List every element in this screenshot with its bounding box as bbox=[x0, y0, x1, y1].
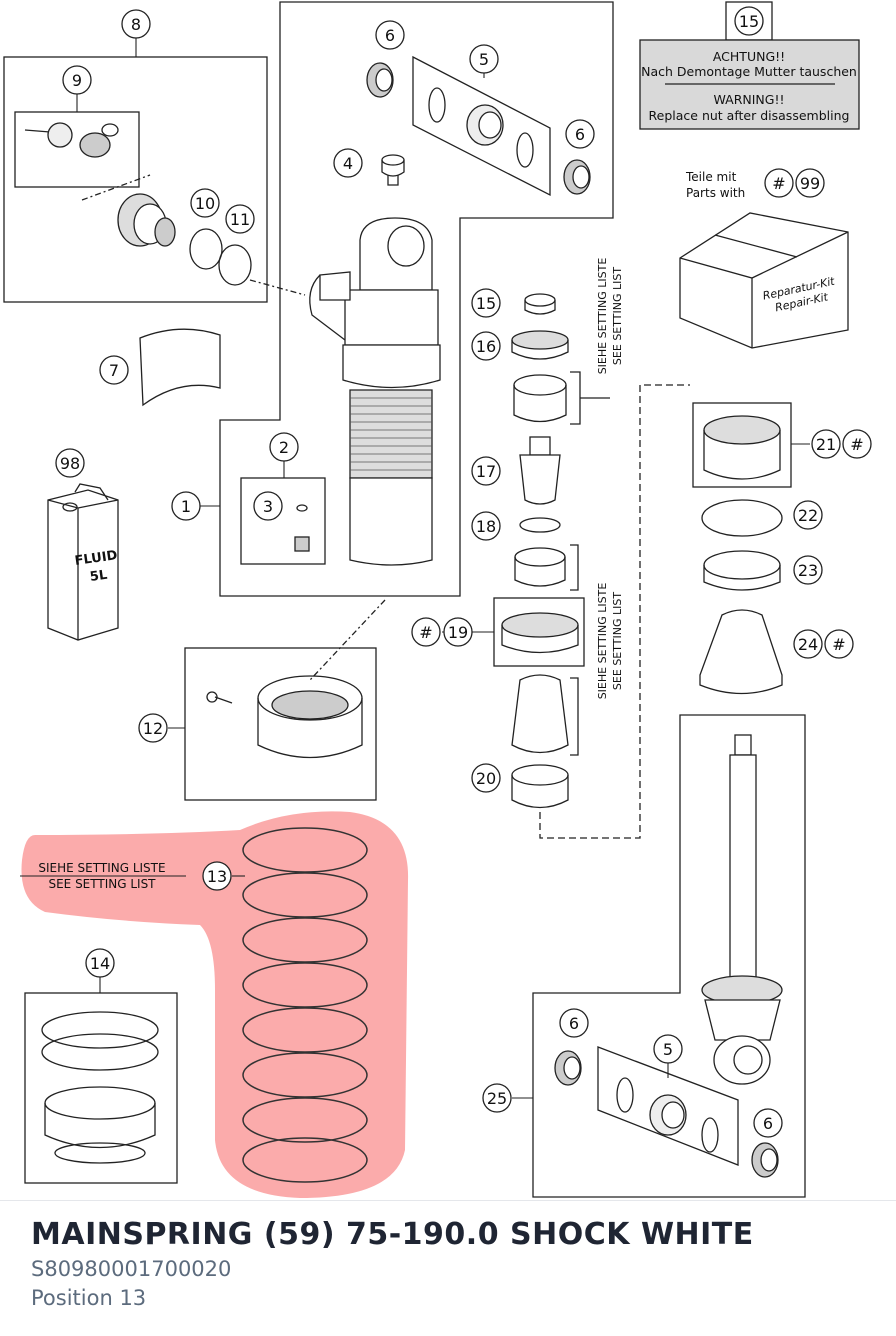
callout-2[interactable]: 2 bbox=[279, 438, 289, 457]
callout-24[interactable]: 24 bbox=[798, 635, 818, 654]
warning-en-title: WARNING!! bbox=[713, 92, 784, 107]
callout-hash-19: # bbox=[419, 623, 432, 642]
group-box-9 bbox=[14, 111, 140, 188]
group-box-25 bbox=[532, 714, 806, 1198]
callout-6-bottom-right[interactable]: 6 bbox=[763, 1114, 773, 1133]
part-6-bottom-right bbox=[751, 1142, 779, 1178]
part-8-adjuster bbox=[117, 193, 176, 247]
repair-kit-box bbox=[679, 212, 849, 349]
setting-list-en-13: SEE SETTING LIST bbox=[48, 877, 156, 891]
part-6-top-right bbox=[563, 159, 591, 195]
setting-list-en-2: SEE SETTING LIST bbox=[611, 592, 624, 690]
group-box-2 bbox=[240, 477, 326, 565]
parts-with-en: Parts with bbox=[686, 186, 745, 200]
callout-hash-21: # bbox=[850, 435, 863, 454]
callout-11[interactable]: 11 bbox=[230, 210, 250, 229]
part-11-oring bbox=[218, 244, 252, 286]
part-6-top-left bbox=[366, 62, 394, 98]
callout-13[interactable]: 13 bbox=[207, 867, 227, 886]
group-box-1 bbox=[219, 1, 614, 597]
fluid-label: FLUID bbox=[74, 548, 119, 569]
group-box-5-top bbox=[412, 55, 551, 197]
callout-6-top-right[interactable]: 6 bbox=[575, 125, 585, 144]
part-12-nut bbox=[206, 675, 363, 759]
callout-hash-24: # bbox=[832, 635, 845, 654]
callout-6-top-left[interactable]: 6 bbox=[385, 26, 395, 45]
callout-9[interactable]: 9 bbox=[72, 71, 82, 90]
callout-21[interactable]: 21 bbox=[816, 435, 836, 454]
part-3 bbox=[294, 504, 310, 552]
callout-10[interactable]: 10 bbox=[195, 194, 215, 213]
setting-list-de-13: SIEHE SETTING LISTE bbox=[38, 861, 165, 875]
callout-25[interactable]: 25 bbox=[487, 1089, 507, 1108]
part-14-spring-seat bbox=[41, 1011, 159, 1164]
group-box-12 bbox=[184, 647, 377, 801]
callout-22[interactable]: 22 bbox=[798, 506, 818, 525]
callout-4[interactable]: 4 bbox=[343, 154, 353, 173]
fluid-volume: 5L bbox=[89, 568, 108, 585]
center-parts bbox=[501, 293, 579, 809]
callout-7[interactable]: 7 bbox=[109, 361, 119, 380]
callout-1[interactable]: 1 bbox=[181, 497, 191, 516]
setting-list-de-1: SIEHE SETTING LISTE bbox=[596, 258, 609, 375]
part-25-rod-assembly bbox=[701, 734, 783, 1085]
callout-23[interactable]: 23 bbox=[798, 561, 818, 580]
shock-body bbox=[309, 217, 441, 566]
part-5-bottom bbox=[616, 1077, 719, 1153]
callout-5-top[interactable]: 5 bbox=[479, 50, 489, 69]
callout-14[interactable]: 14 bbox=[90, 954, 110, 973]
callout-98[interactable]: 98 bbox=[60, 454, 80, 473]
setting-list-de-2: SIEHE SETTING LISTE bbox=[596, 583, 609, 700]
part-4 bbox=[381, 154, 405, 186]
highlight-position-13[interactable] bbox=[21, 811, 409, 1198]
group-box-14 bbox=[24, 992, 178, 1184]
parts-with-de: Teile mit bbox=[685, 170, 737, 184]
part-10-oring bbox=[189, 228, 223, 270]
callout-12[interactable]: 12 bbox=[143, 719, 163, 738]
callout-16[interactable]: 16 bbox=[476, 337, 496, 356]
group-box-21 bbox=[692, 402, 792, 488]
part-13-mainspring bbox=[242, 827, 368, 1183]
callout-17[interactable]: 17 bbox=[476, 462, 496, 481]
callout-15-warning[interactable]: 15 bbox=[739, 12, 759, 31]
part-name: MAINSPRING (59) 75-190.0 SHOCK WHITE bbox=[31, 1217, 754, 1252]
warning-de-title: ACHTUNG!! bbox=[713, 49, 785, 64]
callout-99[interactable]: 99 bbox=[800, 174, 820, 193]
callout-15[interactable]: 15 bbox=[476, 294, 496, 313]
callout-20[interactable]: 20 bbox=[476, 769, 496, 788]
callout-19[interactable]: 19 bbox=[448, 623, 468, 642]
callout-5-bottom[interactable]: 5 bbox=[663, 1040, 673, 1059]
part-9-assembly bbox=[24, 122, 119, 158]
part-7-clip bbox=[139, 328, 221, 407]
warning-de-text: Nach Demontage Mutter tauschen bbox=[641, 64, 857, 79]
callout-3[interactable]: 3 bbox=[263, 497, 273, 516]
warning-en-text: Replace nut after disassembling bbox=[649, 108, 850, 123]
part-6-bottom-left bbox=[554, 1050, 582, 1086]
group-box-8 bbox=[3, 56, 268, 303]
callout-hash-99: # bbox=[772, 174, 785, 193]
part-position: Position 13 bbox=[31, 1286, 147, 1310]
group-box-5-bottom bbox=[597, 1046, 739, 1166]
part-info-footer: MAINSPRING (59) 75-190.0 SHOCK WHITE S80… bbox=[0, 1200, 896, 1336]
part-5-top bbox=[428, 87, 534, 168]
fluid-can bbox=[47, 483, 119, 641]
callout-6-bottom-left[interactable]: 6 bbox=[569, 1014, 579, 1033]
part-number: S80980001700020 bbox=[31, 1257, 232, 1281]
callout-18[interactable]: 18 bbox=[476, 517, 496, 536]
setting-list-en-1: SEE SETTING LIST bbox=[611, 267, 624, 365]
right-parts bbox=[699, 415, 783, 695]
exploded-view-diagram: 8 9 6 5 6 4 10 11 7 2 3 1 98 15 # 99 15 … bbox=[3, 1, 872, 1198]
callout-8[interactable]: 8 bbox=[131, 15, 141, 34]
